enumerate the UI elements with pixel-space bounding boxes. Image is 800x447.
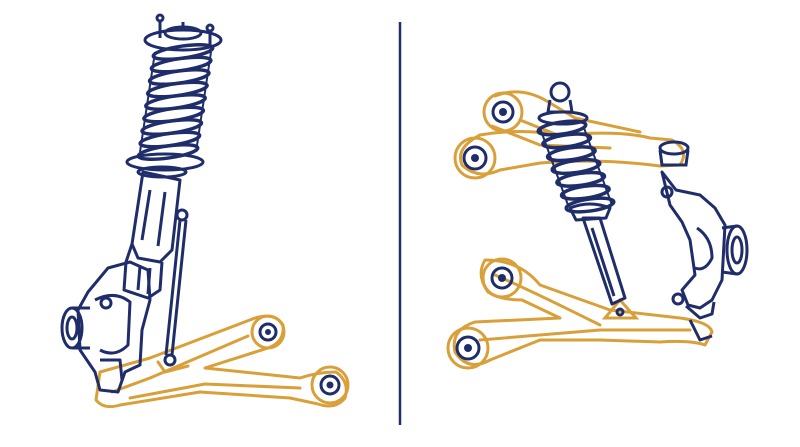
upper-arm-bushing-front bbox=[453, 136, 497, 180]
wheel-hub bbox=[721, 224, 749, 276]
lower-spring-seat bbox=[125, 152, 205, 179]
spring-side bbox=[195, 51, 212, 153]
strut-damper-body bbox=[122, 170, 182, 300]
spring-coil bbox=[136, 142, 200, 162]
strut-top-mount bbox=[143, 13, 223, 52]
spring-side bbox=[139, 51, 156, 153]
double-wishbone-suspension-icon bbox=[446, 81, 749, 370]
lower-arm-bushing-rear bbox=[250, 314, 286, 350]
upper-arm-bushing-rear bbox=[482, 91, 524, 133]
spring-side bbox=[583, 127, 613, 206]
wheel-hub bbox=[60, 306, 90, 350]
shock-top-mount bbox=[537, 81, 589, 126]
steering-knuckle bbox=[76, 260, 152, 394]
shock-absorber-body bbox=[568, 202, 627, 306]
lower-control-arm bbox=[94, 314, 348, 409]
spring-side bbox=[539, 127, 569, 206]
spring-coil bbox=[564, 196, 616, 214]
knuckle-bolt bbox=[99, 296, 113, 310]
macpherson-strut-suspension-icon bbox=[60, 13, 350, 409]
lower-arm-bushing-rear bbox=[481, 257, 523, 299]
sway-bar-link bbox=[163, 208, 189, 367]
shock-lower-mount bbox=[601, 297, 640, 320]
lower-arm-bushing-front bbox=[310, 365, 350, 405]
upper-ball-joint bbox=[658, 140, 690, 167]
coil-spring bbox=[136, 42, 215, 162]
lower-arm-bushing-front bbox=[446, 326, 490, 370]
coil-spring bbox=[536, 119, 616, 214]
steering-knuckle bbox=[660, 170, 727, 342]
